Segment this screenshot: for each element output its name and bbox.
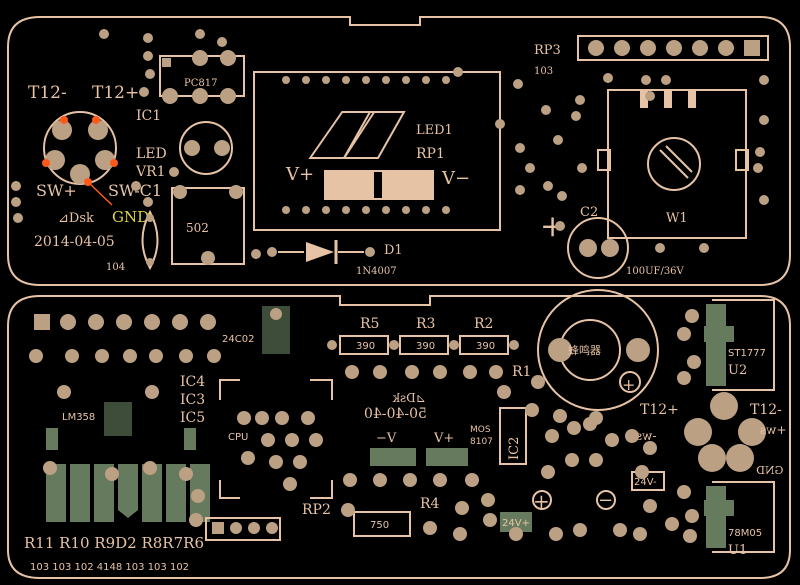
label-rp3: RP3	[534, 43, 561, 58]
label-r1: R1	[512, 364, 531, 380]
label-24v-minus: 24V-	[634, 477, 657, 488]
label-mos-part: 8107	[470, 437, 493, 447]
label-led1: LED1	[416, 123, 453, 138]
t12-connector	[42, 111, 118, 206]
label-terminal-minus: −	[598, 490, 613, 511]
label-st1777: ST1777	[728, 348, 766, 359]
label-pc817: PC817	[184, 78, 217, 89]
capacitor-c2	[567, 217, 629, 279]
label-rp2: RP2	[302, 502, 331, 518]
label-rp3-value: 103	[534, 66, 553, 77]
pad-plus-v	[426, 448, 468, 466]
label-cap-value: 100UF/36V	[626, 266, 685, 277]
pc817-chip	[159, 50, 245, 104]
label-t12-minus: T12-	[28, 83, 67, 103]
label-logo: ⊿Dsk	[58, 211, 94, 226]
label-v-minus: V−	[441, 168, 470, 189]
terminal-minus	[596, 490, 616, 510]
label-mos: MOS	[470, 425, 491, 435]
display-module	[253, 71, 501, 231]
capacitor-104	[141, 209, 159, 271]
label-terminal-plus: +	[533, 489, 550, 513]
label-24c02: 24C02	[222, 334, 254, 345]
label-r2-val: 390	[476, 341, 495, 352]
terminal-plus	[532, 490, 552, 510]
lm358-chip	[46, 402, 196, 450]
label-buzzer: 蜂鸣器	[568, 343, 601, 357]
label-r3: R3	[416, 316, 435, 332]
top-board-outline	[7, 16, 791, 286]
bottom-board-outline	[7, 295, 791, 579]
rp3-header	[577, 35, 769, 61]
label-led: LED	[136, 146, 167, 162]
label-ic1: IC1	[136, 108, 161, 124]
pad-24v-plus	[500, 512, 532, 532]
label-bottom-refs: R11 R10 R9D2 R8R7R6	[24, 534, 204, 552]
label-gnd: GND	[112, 208, 149, 226]
label-date-mirrored: 50-40-40	[364, 406, 427, 422]
label-24v-plus: 24V+	[502, 518, 530, 529]
label-ic4: IC4	[180, 374, 205, 390]
label-w1: W1	[666, 211, 688, 226]
label-date: 2014-04-05	[34, 234, 115, 250]
label-sw-plus-mirrored: +ws	[760, 423, 786, 437]
label-c2: C2	[580, 205, 598, 220]
regulator-st1777	[704, 299, 775, 391]
label-lm358: LM358	[62, 412, 95, 423]
label-c104: 104	[106, 262, 125, 273]
resistor-array	[46, 464, 210, 522]
label-u1: U1	[728, 543, 747, 558]
pad-minus-v	[370, 448, 416, 466]
bottom-header	[205, 517, 281, 541]
label-u2: U2	[728, 363, 747, 378]
label-vr1: VR1	[135, 164, 166, 180]
box-750	[353, 511, 411, 537]
label-bottom-vals: 103 103 102 4148 103 103 102	[30, 562, 189, 573]
label-ic2: IC2	[507, 437, 522, 460]
label-r4: R4	[420, 496, 440, 512]
chip-24c02	[262, 306, 290, 354]
bottom-left-header	[34, 314, 216, 330]
label-plus-v: V+	[433, 431, 454, 446]
ic2-outline	[499, 407, 527, 465]
label-d1: D1	[384, 243, 403, 258]
buzzer	[537, 289, 659, 411]
resistor-row	[327, 335, 519, 355]
label-sw-minus-mirrored: -ws	[636, 429, 656, 443]
label-t12-minus-bottom: T12-	[750, 402, 782, 418]
top-vias	[11, 29, 769, 259]
label-t12-plus-bottom: T12+	[640, 402, 679, 418]
potentiometer-w1	[597, 89, 749, 239]
t12-bottom-connector	[684, 392, 766, 472]
label-750: 750	[370, 520, 389, 531]
cpu-outline	[219, 379, 333, 499]
label-ic5: IC5	[180, 410, 205, 426]
label-r2: R2	[474, 316, 493, 332]
label-rp1: RP1	[416, 146, 445, 162]
label-sw-plus: SW+	[36, 181, 77, 200]
label-502: 502	[186, 221, 209, 235]
label-v-plus: V+	[285, 164, 314, 185]
label-1n4007: 1N4007	[356, 266, 397, 277]
display-pads	[282, 76, 450, 214]
label-logo-mirrored: ⊿Dsk	[392, 391, 426, 405]
label-ic3: IC3	[180, 392, 205, 408]
label-r5: R5	[360, 316, 379, 332]
label-cpu: CPU	[228, 432, 248, 443]
bottom-vias	[29, 309, 701, 543]
led-outline	[179, 121, 233, 175]
label-78m05: 78M05	[728, 528, 762, 539]
label-r3-val: 390	[416, 341, 435, 352]
label-minus-v: −V	[376, 431, 397, 446]
diode-d1	[267, 240, 375, 264]
label-t12-plus: T12+	[92, 83, 139, 103]
label-buzzer-plus: +	[622, 375, 635, 394]
label-gnd-mirrored: GND	[756, 464, 783, 477]
regulator-78m05	[704, 481, 775, 553]
label-r5-val: 390	[356, 341, 375, 352]
